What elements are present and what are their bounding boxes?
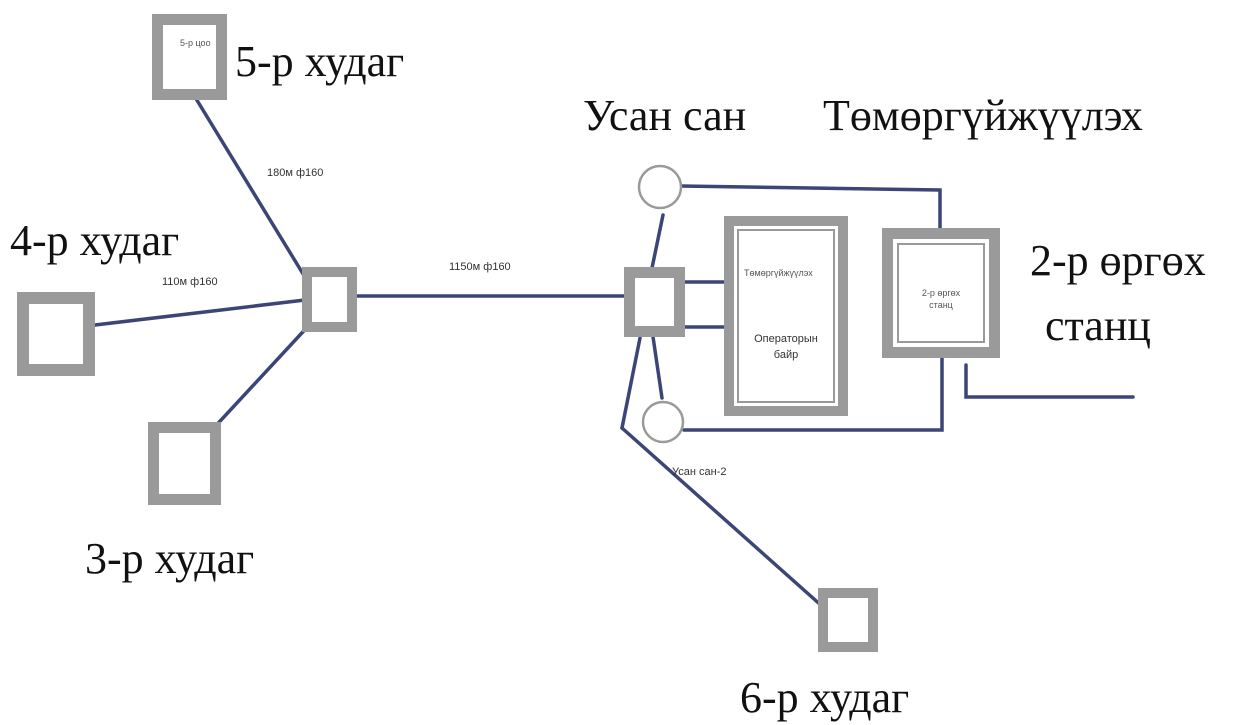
well-4 [17,292,95,376]
operator-inner-label: Операторын [754,333,818,345]
pipe-to-well6 [620,426,825,609]
pump-station-label: 2-р өргөх [1030,236,1206,285]
well-3-label: 3-р худаг [85,534,254,583]
well-5-label: 5-р худаг [235,37,404,86]
reservoir-2-label: Усан сан-2 [672,466,726,478]
junction-2 [624,267,685,337]
pipe-tank1-pump [678,184,942,230]
well-5: 5-р цоо [152,14,227,100]
pump-station-building: 2-р өргөх станц [882,228,1000,358]
iron-removal-inner-label: Төмөргүйжүүлэх [744,268,813,278]
iron-removal-building: Төмөргүйжүүлэх Операторын байр [724,216,848,416]
pipe-tank2-pump [682,350,944,432]
pipe-label-110: 110м ф160 [162,276,218,288]
pipe-label-1150: 1150м ф160 [449,261,511,273]
reservoir-tank-2 [641,400,685,444]
pipe-to-tank2 [650,328,664,400]
pipe-label-180: 180м ф160 [267,167,323,179]
well-4-label: 4-р худаг [10,216,179,265]
pipe-to-tank1 [650,213,665,270]
pipe-well4-junction [93,298,307,327]
pump-station-inner-label: 2-р өргөх [922,288,961,298]
well-6 [818,588,878,652]
well-6-label: 6-р худаг [740,673,909,722]
operator-inner-label-2: байр [774,349,798,361]
pipe-junction2-branch [620,336,642,430]
pipe-pump-outlet [964,363,1135,399]
reservoir-tank-1 [637,164,683,210]
pipe-well3-junction [208,320,314,434]
pump-station-inner-label-2: станц [929,300,953,310]
junction-1 [302,267,357,332]
pipe-well5-junction [193,95,310,284]
pipes [93,95,1135,609]
well-3 [148,422,221,505]
reservoir-label: Усан сан [583,91,746,140]
iron-removal-label: Төмөргүйжүүлэх [823,91,1143,140]
pump-station-label-2: станц [1045,301,1151,350]
well-5-inner-label: 5-р цоо [180,38,211,48]
